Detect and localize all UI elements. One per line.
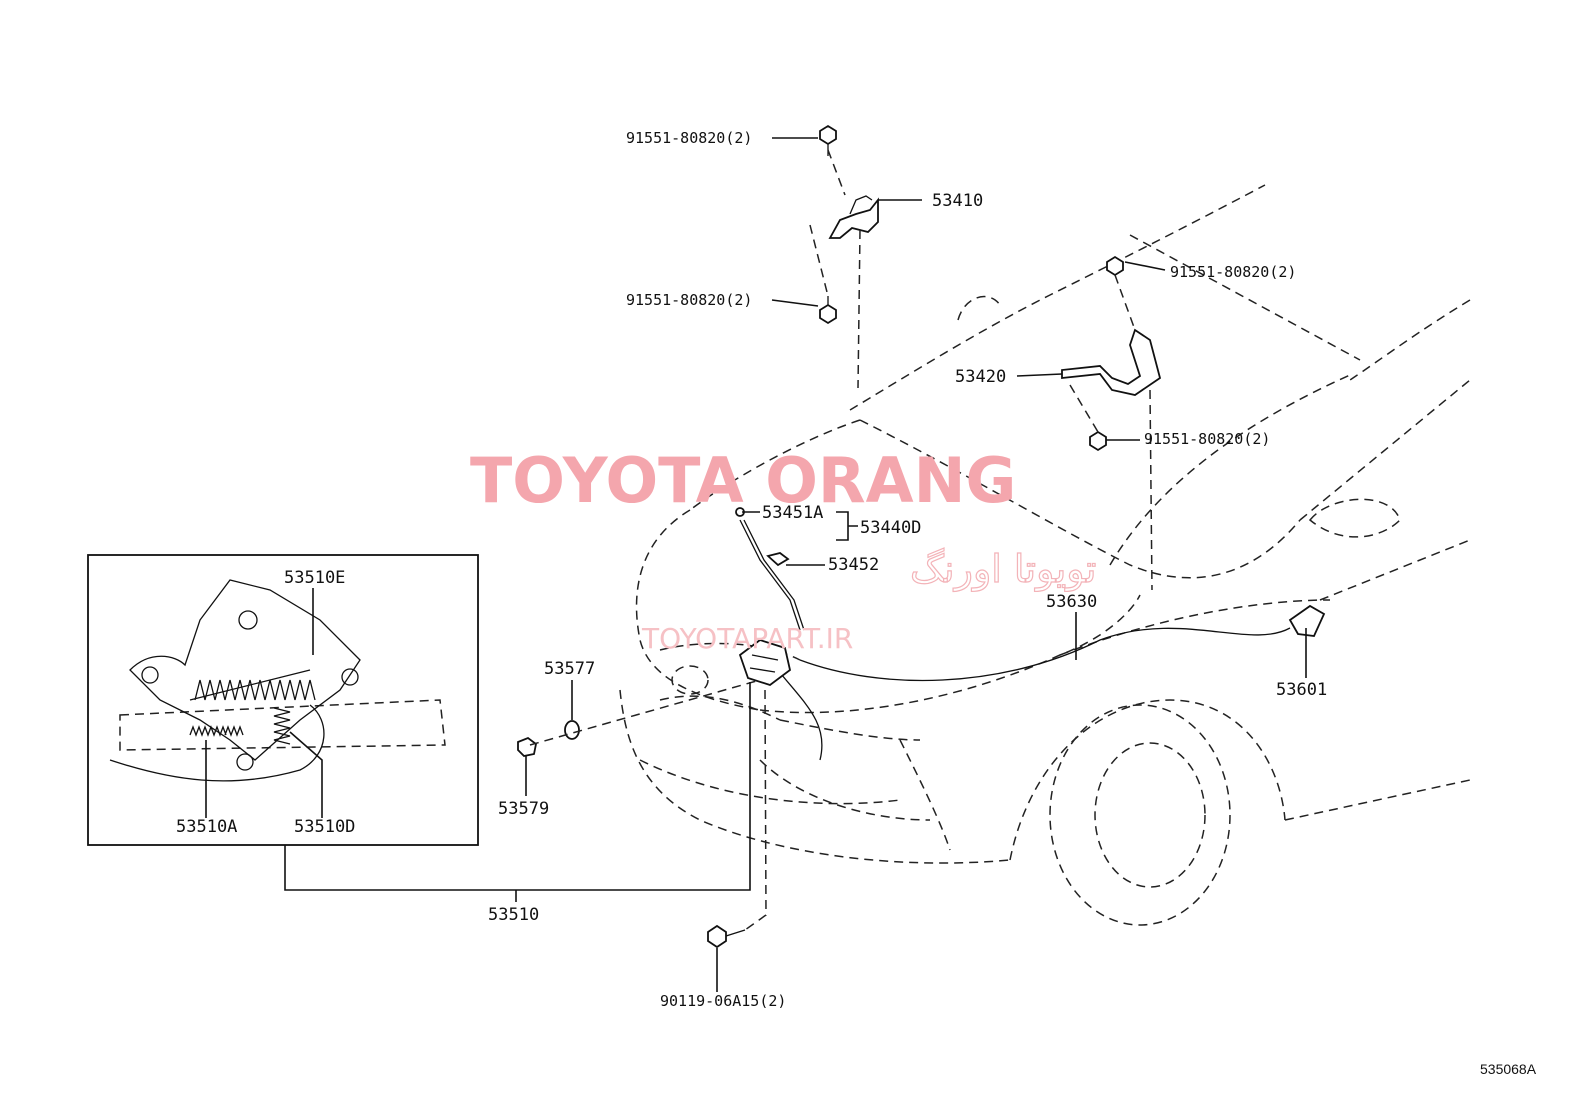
label-bolt-hinge-l-bottom[interactable]: 91551-80820(2) — [626, 291, 752, 309]
car-body-outline — [619, 184, 1471, 926]
hinge-left-dashes — [809, 149, 861, 389]
watermark: TOYOTA ORANG تویوتا اورنگ TOYOTAPART.IR — [470, 444, 1097, 655]
hinge-right-bolts[interactable] — [1089, 255, 1124, 452]
label-hood-lock[interactable]: 53510 — [488, 905, 539, 925]
cushion-dash — [529, 679, 761, 746]
inset-box — [87, 554, 479, 846]
label-support-rod-clip[interactable]: 53451A — [762, 503, 823, 523]
label-inset-spring-d[interactable]: 53510D — [294, 817, 355, 837]
part-labels: 91551-80820(2) 53410 91551-80820(2) 9155… — [176, 129, 1537, 1077]
label-support-rod-assy[interactable]: 53440D — [860, 518, 921, 538]
cushion-53577[interactable] — [564, 720, 580, 740]
label-cushion-577[interactable]: 53577 — [544, 659, 595, 679]
label-lock-bolt[interactable]: 90119-06A15(2) — [660, 992, 786, 1010]
label-inset-spring-a[interactable]: 53510A — [176, 817, 237, 837]
label-rod-holder[interactable]: 53452 — [828, 555, 879, 575]
label-cushion-579[interactable]: 53579 — [498, 799, 549, 819]
spring-e-coils — [194, 679, 316, 701]
lock-bolt-dash — [744, 689, 767, 931]
label-release-lever[interactable]: 53601 — [1276, 680, 1327, 700]
hinge-left[interactable] — [828, 195, 879, 239]
label-bolt-hinge-l-top[interactable]: 91551-80820(2) — [626, 129, 752, 147]
label-bolt-hinge-r-bottom[interactable]: 91551-80820(2) — [1144, 430, 1270, 448]
leader-lines — [284, 137, 1307, 992]
watermark-persian: تویوتا اورنگ — [910, 547, 1097, 592]
hood-lock-bolt[interactable] — [707, 924, 746, 949]
hinge-right[interactable] — [1061, 328, 1162, 396]
label-inset-spring-e[interactable]: 53510E — [284, 568, 345, 588]
watermark-url: TOYOTAPART.IR — [641, 622, 853, 655]
label-bolt-hinge-r-top[interactable]: 91551-80820(2) — [1170, 263, 1296, 281]
hinge-right-dashes — [1069, 274, 1153, 591]
hinge-left-bolts[interactable] — [819, 124, 837, 325]
support-rod[interactable] — [735, 507, 805, 631]
label-release-cable[interactable]: 53630 — [1046, 592, 1097, 612]
figure-number: 535068A — [1480, 1061, 1537, 1077]
cushion-53579[interactable] — [517, 736, 537, 757]
inset-leaders — [205, 588, 323, 818]
label-hinge-right[interactable]: 53420 — [955, 367, 1006, 387]
hood-lock[interactable] — [738, 639, 792, 686]
label-hinge-left[interactable]: 53410 — [932, 191, 983, 211]
watermark-title: TOYOTA ORANG — [470, 444, 1016, 517]
